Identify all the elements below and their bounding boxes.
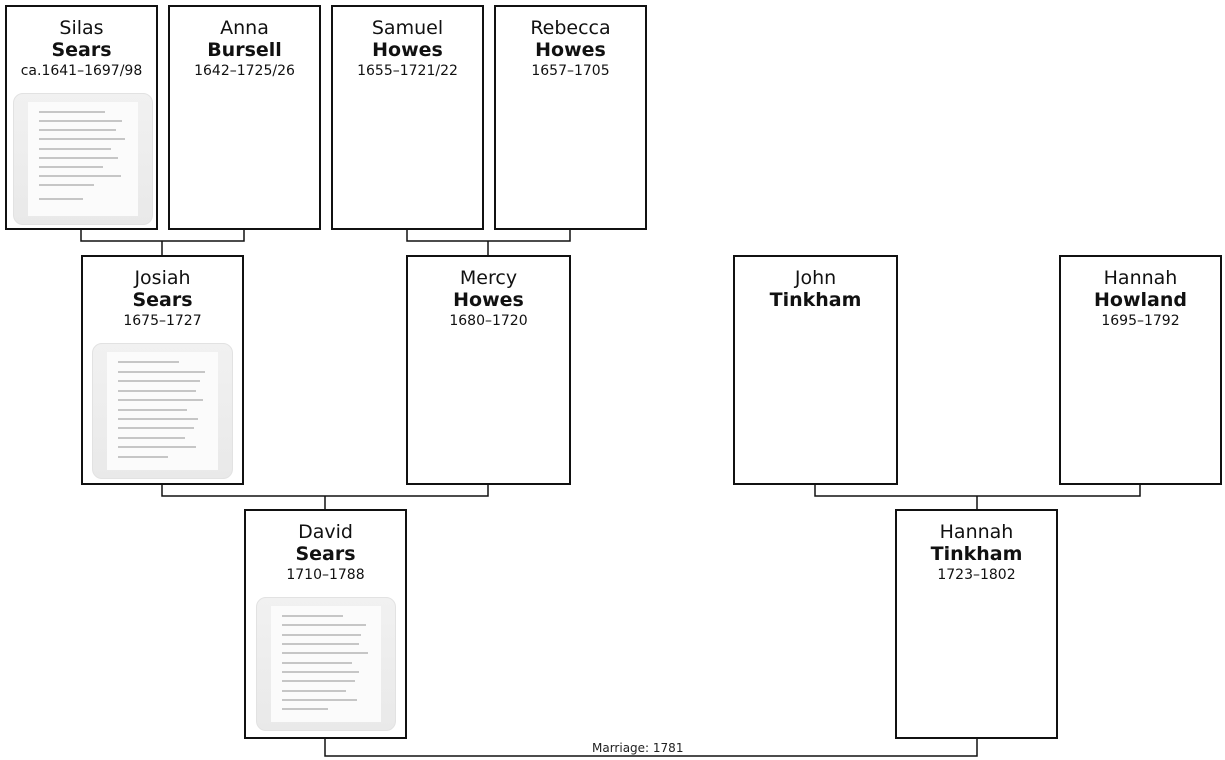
person-rebecca-howes[interactable]: Rebecca Howes 1657–1705 [494, 5, 647, 230]
connector-john-hannah [814, 484, 1141, 497]
surname: Sears [295, 543, 356, 565]
person-john-tinkham[interactable]: John Tinkham [733, 255, 898, 485]
connector-samuel-rebecca [406, 229, 571, 242]
life-dates: ca.1641–1697/98 [20, 63, 143, 79]
person-hannah-howland[interactable]: Hannah Howland 1695–1792 [1059, 255, 1222, 485]
connector-silas-anna [80, 229, 245, 242]
marriage-label: Marriage: 1781 [592, 741, 684, 755]
given-name: Hannah [1103, 267, 1178, 289]
given-name: David [298, 521, 353, 543]
person-mercy-howes[interactable]: Mercy Howes 1680–1720 [406, 255, 571, 485]
life-dates: 1710–1788 [286, 567, 365, 583]
given-name: Josiah [134, 267, 191, 289]
person-samuel-howes[interactable]: Samuel Howes 1655–1721/22 [331, 5, 484, 230]
given-name: Anna [220, 17, 269, 39]
connector-josiah-mercy [161, 484, 489, 497]
surname: Tinkham [769, 289, 862, 311]
life-dates: 1723–1802 [937, 567, 1016, 583]
document-thumbnail[interactable] [92, 343, 233, 479]
document-thumbnail[interactable] [13, 93, 153, 225]
surname: Howes [453, 289, 524, 311]
given-name: Mercy [459, 267, 518, 289]
surname: Tinkham [930, 543, 1023, 565]
surname: Howland [1094, 289, 1187, 311]
given-name: Silas [59, 17, 104, 39]
given-name: Samuel [371, 17, 444, 39]
life-dates: 1657–1705 [531, 63, 610, 79]
surname: Bursell [207, 39, 282, 61]
person-hannah-tinkham[interactable]: Hannah Tinkham 1723–1802 [895, 509, 1058, 739]
document-thumbnail[interactable] [256, 597, 396, 731]
marriage-line [324, 738, 978, 757]
person-david-sears[interactable]: David Sears 1710–1788 [244, 509, 407, 739]
person-silas-sears[interactable]: Silas Sears ca.1641–1697/98 [5, 5, 158, 230]
person-anna-bursell[interactable]: Anna Bursell 1642–1725/26 [168, 5, 321, 230]
surname: Howes [535, 39, 606, 61]
life-dates: 1655–1721/22 [357, 63, 458, 79]
given-name: Hannah [939, 521, 1014, 543]
person-josiah-sears[interactable]: Josiah Sears 1675–1727 [81, 255, 244, 485]
life-dates: 1642–1725/26 [194, 63, 295, 79]
surname: Sears [51, 39, 112, 61]
surname: Howes [372, 39, 443, 61]
life-dates: 1675–1727 [123, 313, 202, 329]
life-dates: 1680–1720 [449, 313, 528, 329]
surname: Sears [132, 289, 193, 311]
given-name: John [794, 267, 837, 289]
given-name: Rebecca [530, 17, 611, 39]
life-dates: 1695–1792 [1101, 313, 1180, 329]
